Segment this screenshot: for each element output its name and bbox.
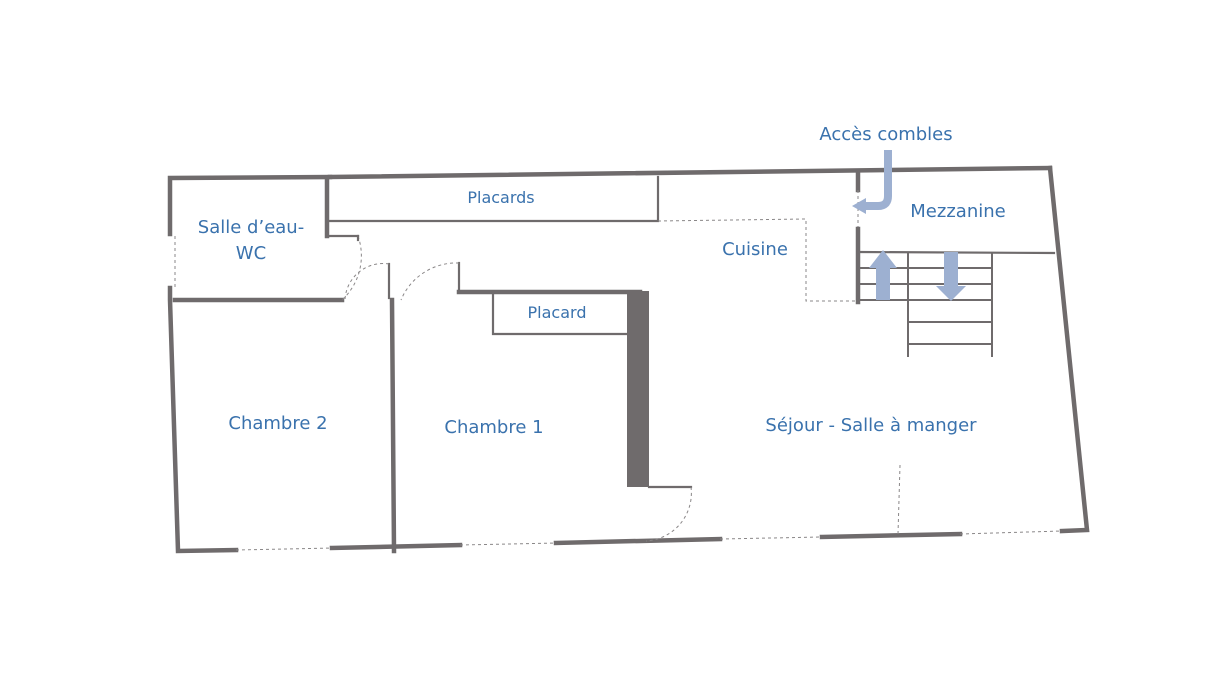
- room-label-cuisine: Cuisine: [722, 239, 788, 260]
- room-label-salle-eau-line1: Salle d’eau-: [197, 217, 305, 238]
- stairs-up-arrow-icon: [869, 250, 897, 300]
- attic-access-arrow-icon: [852, 150, 892, 214]
- room-label-mezzanine: Mezzanine: [910, 201, 1006, 222]
- thick-partition: [627, 291, 693, 542]
- placard-block: [491, 290, 630, 336]
- room-label-salle-eau-line2: WC: [235, 243, 267, 264]
- room-label-sejour: Séjour - Salle à manger: [765, 415, 977, 436]
- room-label-chambre-1: Chambre 1: [444, 417, 544, 438]
- annotation-acces-combles: Accès combles: [819, 124, 953, 145]
- bathroom-walls: [172, 175, 362, 303]
- stairs-down-arrow-icon: [936, 252, 966, 301]
- room-label-salle-eau: Salle d’eau- WC: [198, 215, 304, 267]
- sejour-divider: [897, 464, 901, 535]
- placards-block: [328, 175, 857, 302]
- bottom-openings: [235, 530, 1063, 551]
- room-label-placards: Placards: [467, 188, 535, 207]
- room-label-chambre-2: Chambre 2: [228, 413, 328, 434]
- room-label-placard: Placard: [527, 303, 587, 322]
- bedroom-walls: [344, 261, 643, 554]
